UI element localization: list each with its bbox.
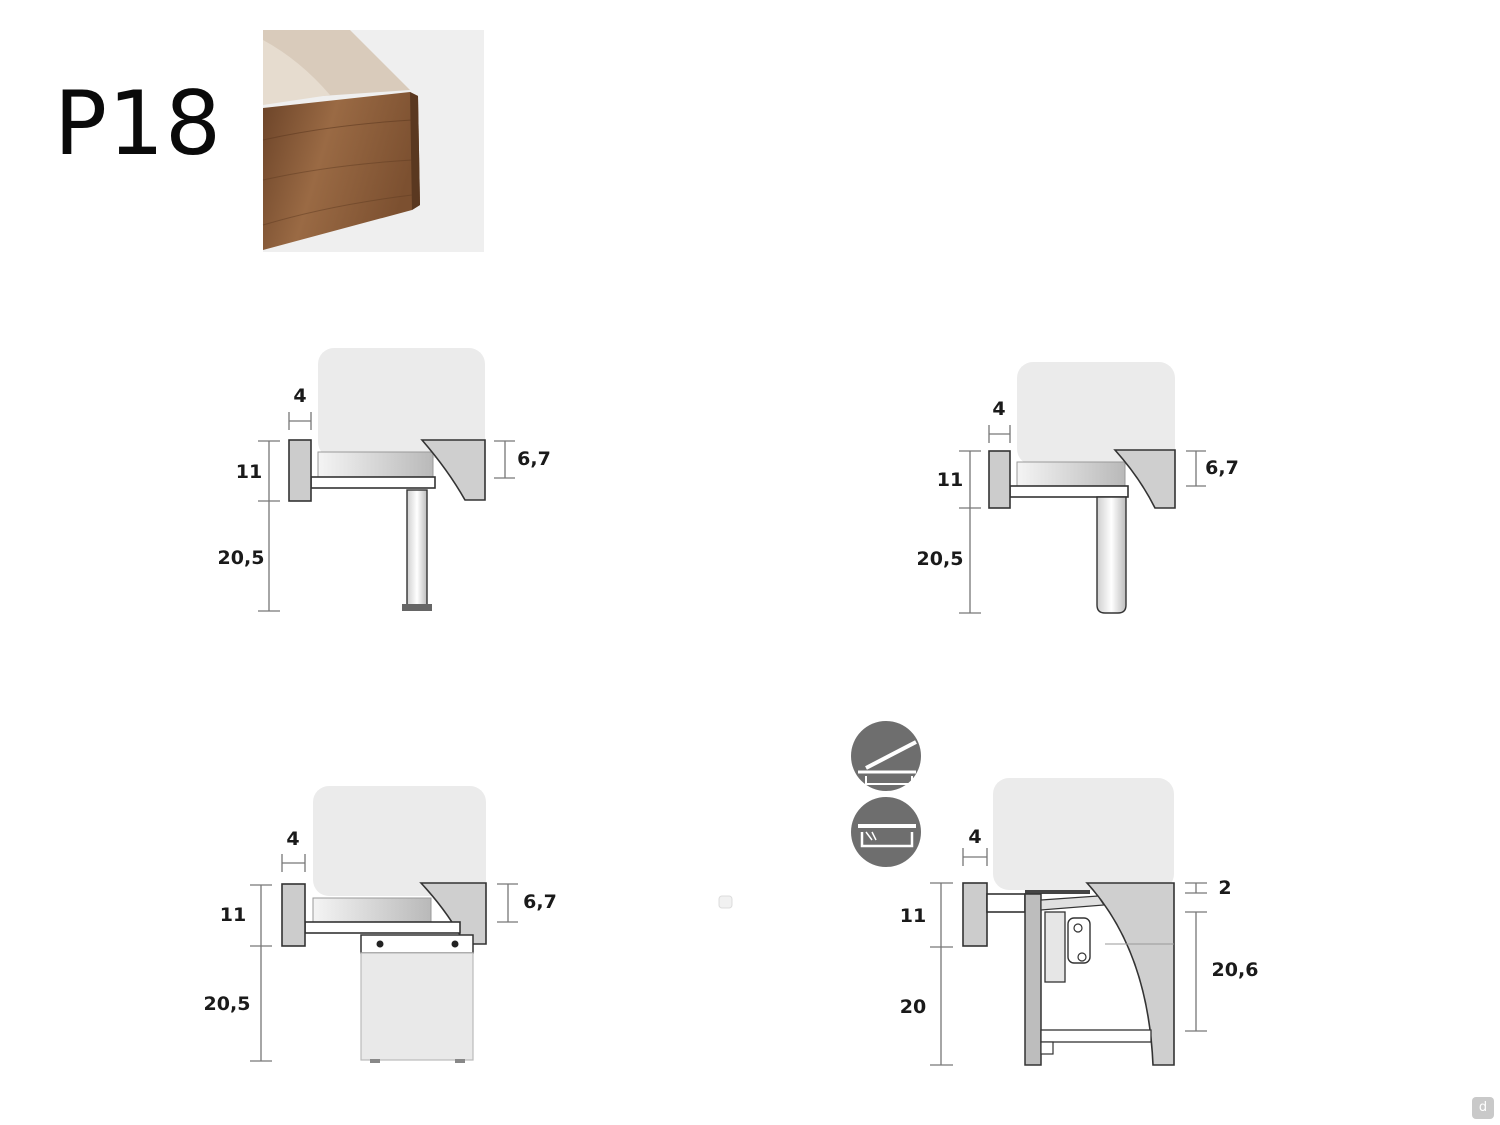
- headboard-profile: [281, 883, 306, 947]
- storage-container-icon: [851, 797, 921, 867]
- bracket: [310, 476, 436, 489]
- dim-rail-height: 6,7: [523, 891, 557, 913]
- dim-rail-height: 6,7: [517, 448, 551, 470]
- bracket: [986, 893, 1026, 913]
- gas-piston: [1067, 917, 1091, 964]
- lift-arm: [1040, 895, 1106, 911]
- bracket: [304, 921, 461, 934]
- dim-frame-height: 11: [900, 905, 926, 927]
- headboard-profile: [962, 882, 988, 947]
- top-rail: [1025, 890, 1090, 894]
- side-rail: [420, 439, 486, 501]
- dim-storage-height: 20,6: [1212, 959, 1259, 981]
- lift-mechanism: [1044, 911, 1066, 983]
- stray-mark: [718, 895, 733, 909]
- variant-metal-leg: 4 11 20,5 6,7: [218, 348, 551, 612]
- lift-up-bed-icon: [851, 721, 921, 791]
- product-photo: [262, 30, 484, 252]
- slat-frame: [312, 897, 432, 923]
- dim-frame-height: 11: [937, 469, 963, 491]
- dim-rail-height: 6,7: [1205, 457, 1239, 479]
- variant-storage-lift: 4 11 20 2 20,6: [851, 721, 1259, 1066]
- dim-base-height: 20,5: [917, 548, 964, 570]
- foot-pad: [455, 1059, 465, 1063]
- mattress: [313, 786, 486, 896]
- dim-base-height: 20: [900, 996, 926, 1018]
- slat-frame: [317, 451, 434, 478]
- container-floor: [1040, 1029, 1152, 1043]
- mattress: [318, 348, 485, 458]
- side-rail: [1113, 449, 1176, 509]
- dim-base-height: 20,5: [218, 547, 265, 569]
- block-base: [360, 952, 474, 1061]
- slat-frame: [1016, 461, 1126, 487]
- foot-pad: [370, 1059, 380, 1063]
- dim-frame-height: 11: [220, 904, 246, 926]
- dim-width: 4: [286, 828, 299, 850]
- dim-width: 4: [992, 398, 1005, 420]
- screw: [376, 940, 384, 948]
- variant-block-base: 4 11 20,5 6,7: [204, 786, 557, 1063]
- dim-width: 4: [968, 826, 981, 848]
- dim-width: 4: [293, 385, 306, 407]
- bracket: [1009, 485, 1129, 498]
- screw: [451, 940, 459, 948]
- headboard-profile: [288, 439, 312, 502]
- variant-rounded-leg: 4 11 20,5 6,7: [917, 362, 1239, 614]
- mattress: [1017, 362, 1175, 465]
- brand-watermark-icon: d: [1472, 1097, 1494, 1119]
- headboard-profile: [988, 450, 1011, 509]
- mattress: [993, 778, 1174, 890]
- rounded-leg: [1096, 496, 1127, 614]
- dim-frame-height: 11: [236, 461, 262, 483]
- leg-foot: [402, 604, 432, 611]
- metal-leg: [406, 489, 428, 606]
- model-code-title: P18: [54, 72, 223, 175]
- dim-gap: 2: [1218, 877, 1231, 899]
- dim-base-height: 20,5: [204, 993, 251, 1015]
- container-wall: [1024, 893, 1042, 1066]
